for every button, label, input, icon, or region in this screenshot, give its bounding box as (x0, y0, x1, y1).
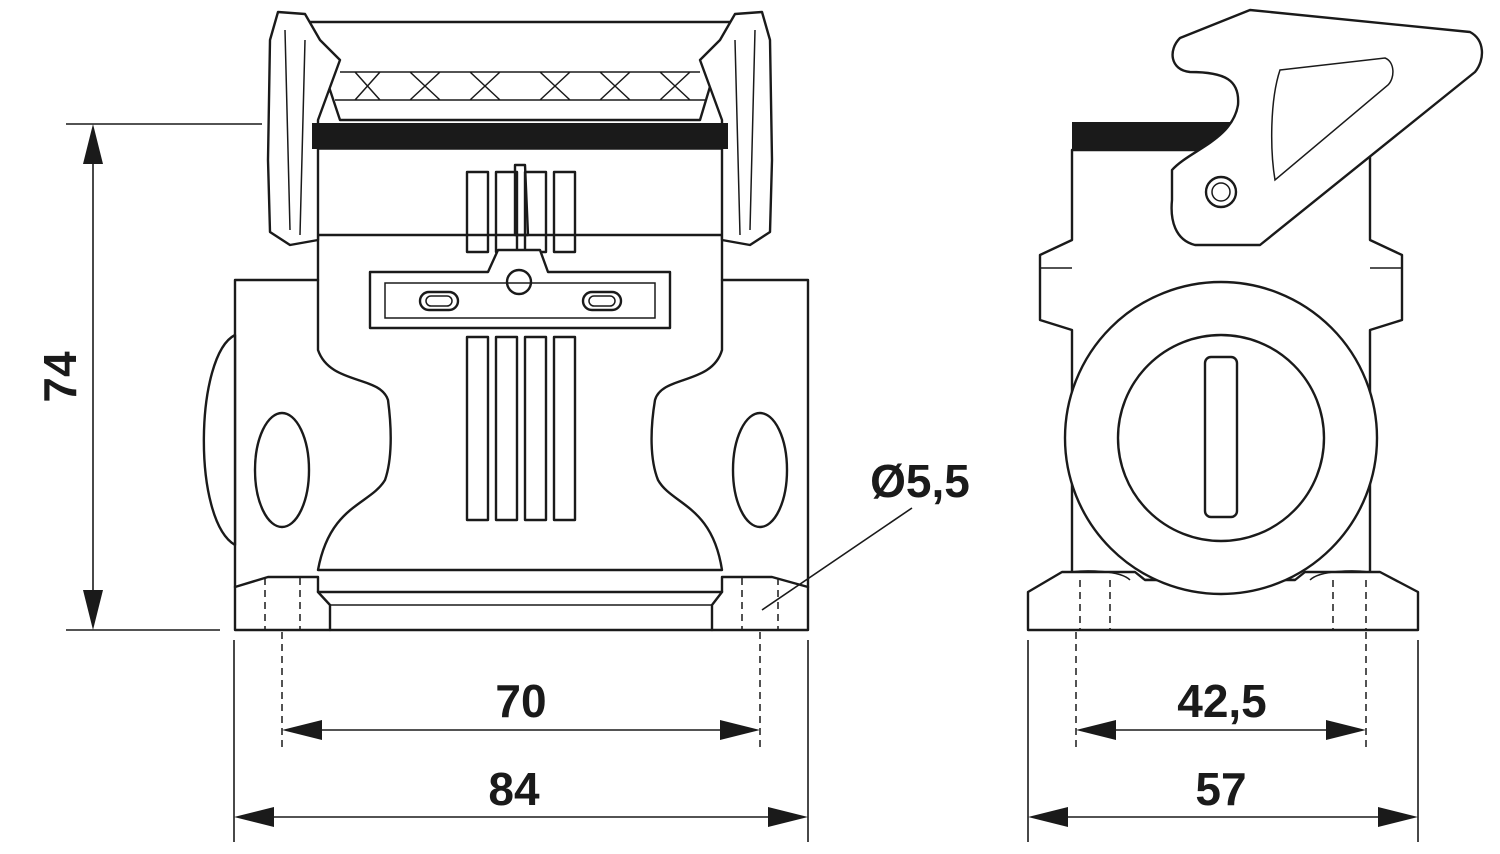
front-flange (233, 575, 810, 594)
dim-width-side-label: 57 (1195, 763, 1246, 815)
dim-height-label: 74 (34, 351, 86, 403)
front-left-oval (253, 411, 311, 529)
side-cap-ring (1063, 280, 1379, 596)
front-view (202, 10, 810, 632)
dimension-lines (66, 123, 1419, 842)
dim-hole-spacing-front-label: 70 (495, 675, 546, 727)
dim-width-front-label: 84 (488, 763, 540, 815)
front-nameplate (368, 248, 672, 330)
front-center-panel (316, 278, 724, 572)
front-clamp-bar (298, 20, 742, 122)
side-cap (1116, 333, 1326, 543)
side-cap-slot (1203, 355, 1239, 519)
front-seal-band (312, 123, 728, 149)
side-view (1026, 8, 1484, 632)
dim-hole-diameter-label: Ø5,5 (870, 455, 970, 507)
side-flange (1026, 570, 1420, 632)
dim-hole-spacing-side-label: 42,5 (1177, 675, 1267, 727)
front-right-oval (731, 411, 789, 529)
side-lever (1170, 8, 1484, 247)
front-left-plug (202, 333, 237, 547)
